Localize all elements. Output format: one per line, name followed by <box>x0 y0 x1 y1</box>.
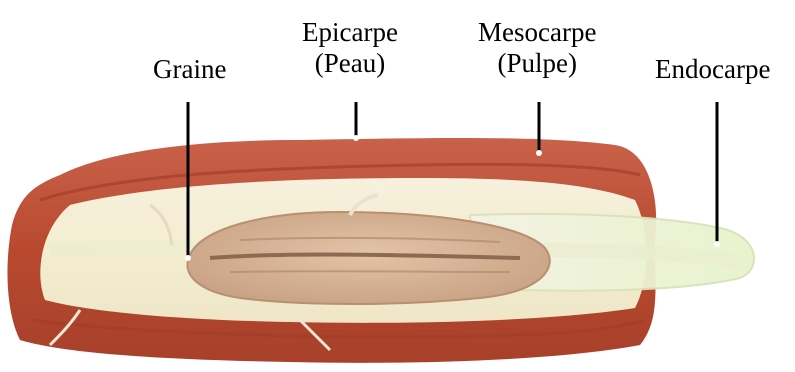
label-mesocarpe-line2: (Pulpe) <box>478 48 596 79</box>
label-graine: Graine <box>153 54 226 85</box>
label-epicarpe: Epicarpe (Peau) <box>302 17 398 79</box>
label-epicarpe-line1: Epicarpe <box>302 17 398 48</box>
label-endocarpe-text: Endocarpe <box>655 54 770 85</box>
leader-dot-epicarpe <box>353 135 359 141</box>
leader-dot-graine <box>185 255 191 261</box>
label-epicarpe-line2: (Peau) <box>302 48 398 79</box>
label-graine-text: Graine <box>153 54 226 85</box>
label-mesocarpe-line1: Mesocarpe <box>478 17 596 48</box>
label-endocarpe: Endocarpe <box>655 54 770 85</box>
leader-dot-mesocarpe <box>536 150 542 156</box>
label-mesocarpe: Mesocarpe (Pulpe) <box>478 17 596 79</box>
leader-dot-endocarpe <box>714 241 720 247</box>
